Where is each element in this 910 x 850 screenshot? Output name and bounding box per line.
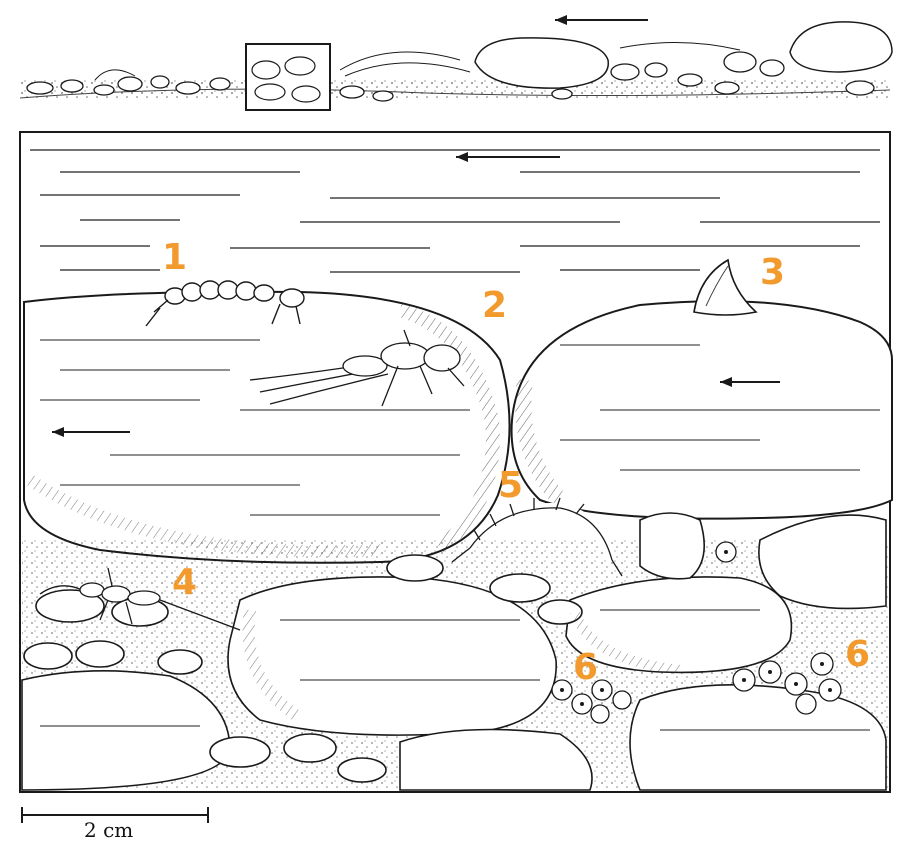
overview-plants: [95, 42, 740, 80]
label-4: 4: [172, 565, 197, 601]
label-3: 3: [760, 255, 785, 291]
left-arrow-icon: [555, 15, 567, 25]
label-5: 5: [498, 468, 523, 504]
scale-bar-label: 2 cm: [84, 818, 133, 842]
label-1: 1: [162, 240, 187, 276]
overview-gravel: [18, 78, 890, 100]
label-6-right: 6: [845, 637, 870, 673]
overview-boulder: [790, 22, 892, 72]
overview-strip: [18, 15, 892, 110]
label-6-left: 6: [573, 650, 598, 686]
label-2: 2: [482, 288, 507, 324]
